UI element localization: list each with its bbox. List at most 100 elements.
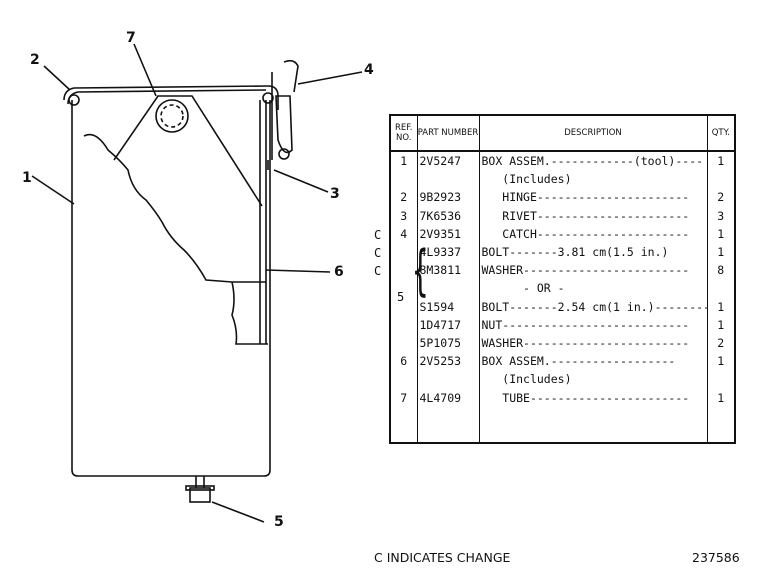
part-number-cell <box>417 279 480 298</box>
table-spacer <box>390 406 735 443</box>
ref-no-cell <box>390 170 418 189</box>
catch <box>275 95 293 154</box>
ref-no-cell <box>390 279 418 298</box>
callout-3: 3 <box>330 186 340 202</box>
part-number-cell <box>417 170 480 189</box>
part-number-cell: 5P1075 <box>417 333 480 353</box>
box-lid <box>63 85 279 110</box>
ref-no-cell: 3 <box>390 206 418 225</box>
ref-no-cell <box>390 315 418 334</box>
ref-no-cell <box>390 370 418 389</box>
ref-no-cell: 6 <box>390 352 418 371</box>
description-cell: BOLT-------2.54 cm(1 in.)-------- <box>479 297 708 316</box>
qty-cell: 8 <box>717 263 725 278</box>
spacer-cell <box>417 406 480 443</box>
ref-no-cell <box>390 297 418 316</box>
qty-cell: 1 <box>717 390 725 405</box>
part-number-cell: 8M3811 <box>417 261 480 280</box>
description-cell: NUT--------------------------- <box>479 315 708 334</box>
qty-cell: 3 <box>717 208 725 223</box>
callout-7: 7 <box>126 30 136 46</box>
part-number-cell <box>417 370 480 389</box>
qty-cell: 1 <box>717 226 725 241</box>
table-header: REF. NO. PART NUMBER DESCRIPTION QTY. <box>390 115 735 152</box>
description-cell: - OR - <box>479 279 708 298</box>
callout-2: 2 <box>30 52 40 68</box>
qty-cell: 1 <box>717 154 725 169</box>
tube-bracket <box>113 95 263 207</box>
table-row: (Includes) <box>390 370 735 389</box>
spacer-cell <box>390 406 418 443</box>
ref-no-cell <box>390 333 418 353</box>
inner-panel <box>259 100 267 344</box>
qty-cell: 2 <box>717 190 725 205</box>
description-cell: (Includes) <box>479 170 708 189</box>
qty-cell: 1 <box>717 317 725 332</box>
part-number-cell: S1594 <box>417 297 480 316</box>
qty-cell <box>707 370 735 388</box>
box-assembly-drawing <box>31 43 363 523</box>
part-number-cell: 4L9337 <box>417 242 480 262</box>
spacer-cell <box>479 406 708 443</box>
ref-no-header: REF. NO. <box>390 115 418 152</box>
qty-cell <box>707 279 735 297</box>
description-cell: CATCH---------------------- <box>479 224 708 243</box>
drawing-number: 237586 <box>692 550 740 565</box>
part-number-cell: 7K6536 <box>417 206 480 225</box>
qty-cell: 2 <box>717 335 725 350</box>
qty-header: QTY. <box>707 115 735 152</box>
description-cell: BOX ASSEM.------------------ <box>479 352 708 371</box>
qty-cell <box>707 170 735 188</box>
ref-no-cell <box>390 242 418 262</box>
bolt <box>189 487 211 503</box>
change-mark: C <box>374 264 382 278</box>
callout-6: 6 <box>334 264 344 280</box>
ref-no-cell: 2 <box>390 188 418 207</box>
description-cell: WASHER------------------------ <box>479 333 708 353</box>
part-number-cell: 4L4709 <box>417 388 480 407</box>
description-cell: WASHER------------------------ <box>479 261 708 280</box>
tube <box>155 99 189 133</box>
part-number-cell: 9B2923 <box>417 188 480 207</box>
description-cell: HINGE---------------------- <box>479 188 708 207</box>
part-number-header: PART NUMBER <box>417 115 480 152</box>
box-outline <box>71 100 271 477</box>
change-mark: C <box>374 228 382 242</box>
ref-no-cell: 1 <box>390 151 418 171</box>
description-cell: (Includes) <box>479 370 708 389</box>
ref-no-cell <box>390 261 418 280</box>
description-header: DESCRIPTION <box>479 115 708 152</box>
table-row: - OR - <box>390 279 735 298</box>
part-number-cell: 2V9351 <box>417 224 480 243</box>
description-cell: TUBE----------------------- <box>479 388 708 407</box>
part-number-cell: 2V5253 <box>417 352 480 371</box>
description-cell: RIVET---------------------- <box>479 206 708 225</box>
change-mark: C <box>374 246 382 260</box>
description-cell: BOX ASSEM.------------(tool)---- <box>479 151 708 171</box>
callout-4: 4 <box>364 62 374 78</box>
change-note: C INDICATES CHANGE <box>374 550 511 565</box>
qty-cell: 1 <box>717 354 725 369</box>
part-number-cell: 1D4717 <box>417 315 480 334</box>
cutaway-edge <box>83 133 233 283</box>
table-row: (Includes) <box>390 170 735 189</box>
qty-cell: 1 <box>717 245 725 260</box>
part-number-cell: 2V5247 <box>417 151 480 171</box>
description-cell: BOLT-------3.81 cm(1.5 in.) <box>479 242 708 262</box>
callout-1: 1 <box>22 170 32 186</box>
spacer-cell <box>707 407 735 443</box>
callout-5: 5 <box>274 514 284 530</box>
ref-no-cell: 4 <box>390 224 418 243</box>
